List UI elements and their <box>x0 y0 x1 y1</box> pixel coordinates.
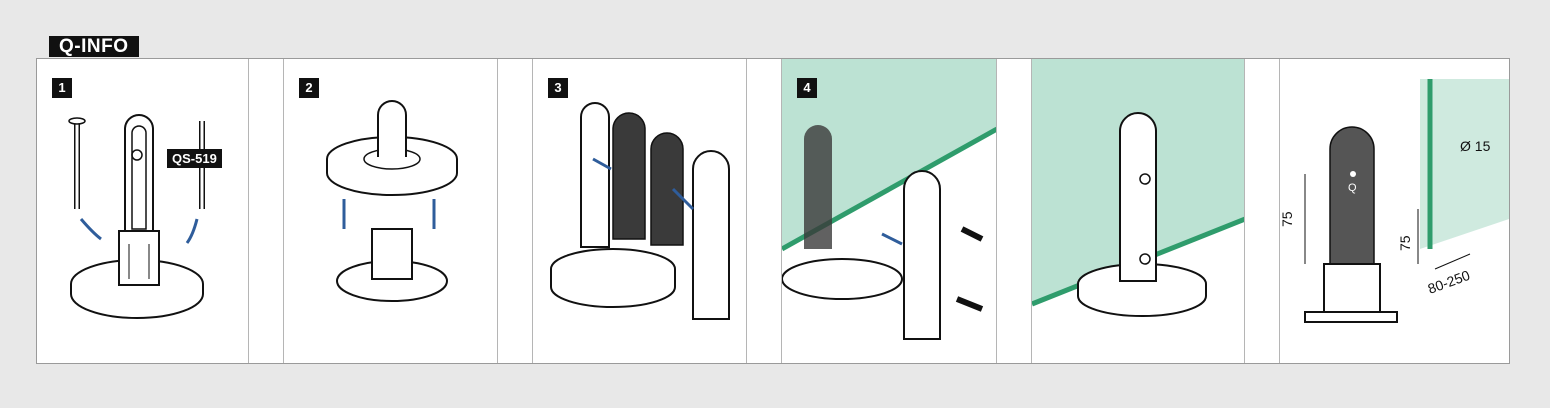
panel-dimensions: 75 75 Ø 15 80-250 Q <box>1280 59 1509 363</box>
dim-height-left: 75 <box>1280 211 1295 227</box>
panel-assembled <box>1032 59 1245 363</box>
step-badge-3: 3 <box>548 78 568 98</box>
panel-step-1: 1 QS-519 <box>37 59 249 363</box>
dim-height-right: 75 <box>1397 235 1413 251</box>
step-badge-4: 4 <box>797 78 817 98</box>
panel-step-3: 3 <box>533 59 747 363</box>
assembled-clamp-illustration <box>1032 59 1244 317</box>
panel-step-4: 4 <box>782 59 997 363</box>
pads-and-cover-illustration <box>550 102 730 320</box>
step-badge-2: 2 <box>299 78 319 98</box>
dimension-drawing <box>1304 79 1509 323</box>
step-badge-1: 1 <box>52 78 72 98</box>
instruction-strip: 1 QS-519 2 <box>36 58 1510 364</box>
part-label: QS-519 <box>167 149 222 168</box>
dimension-labels: 75 75 Ø 15 80-250 Q <box>1280 138 1491 297</box>
dim-glass-range: 80-250 <box>1426 267 1473 297</box>
panel-step-2: 2 <box>284 59 498 363</box>
glass-insert-illustration <box>782 59 996 363</box>
cover-ring-illustration <box>326 100 458 302</box>
page-title: Q-INFO <box>49 36 139 57</box>
hole-marker: Q <box>1348 182 1357 194</box>
base-with-screws-illustration <box>68 114 205 319</box>
dim-hole-diameter: Ø 15 <box>1460 138 1491 154</box>
